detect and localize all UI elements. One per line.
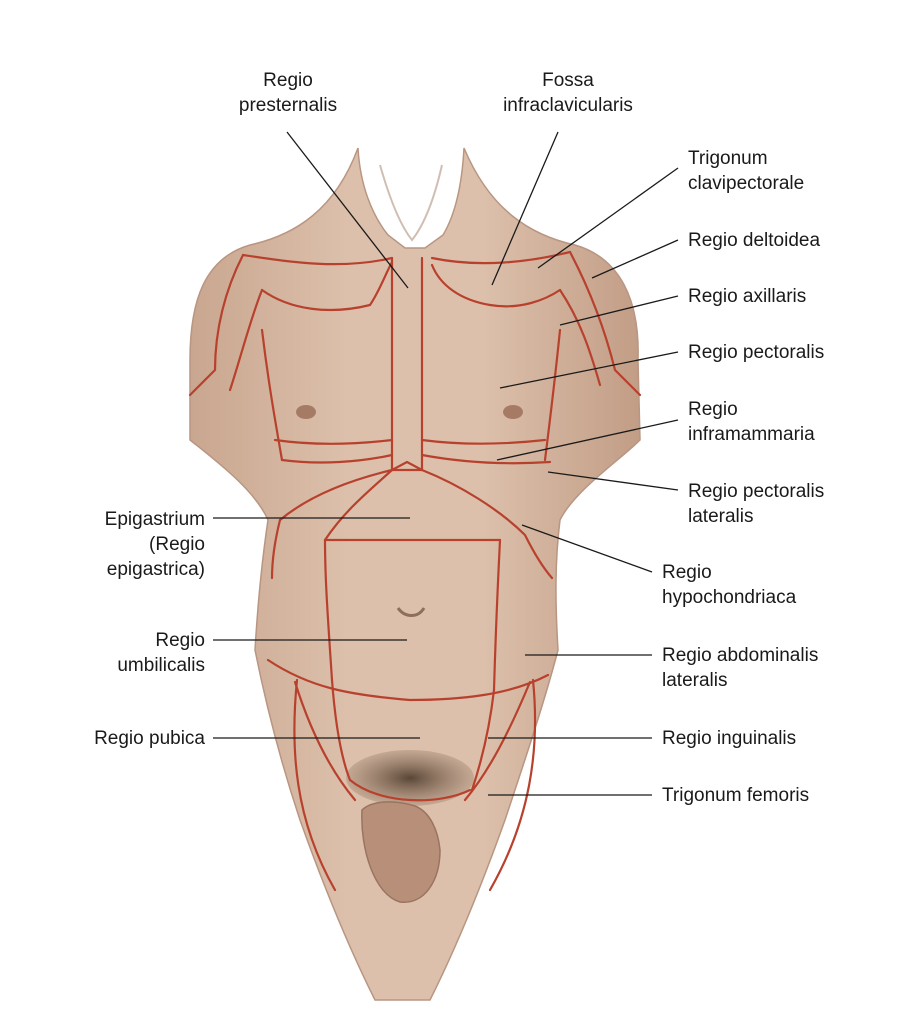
navel [396, 607, 426, 617]
label-regio-inguinalis: Regio inguinalis [662, 728, 797, 749]
genitals [361, 801, 441, 903]
neck-shading [379, 164, 443, 242]
label-regio-pectoralis-lateralis: Regio pectoralis lateralis [688, 481, 825, 527]
body-silhouette [189, 147, 641, 1001]
label-trigonum-clavipectorale: Trigonum clavipectorale [688, 148, 805, 194]
leader-lines [213, 131, 679, 796]
right-nipple [503, 405, 523, 419]
label-epigastrium: Epigastrium (Regio epigastrica) [104, 509, 205, 580]
label-regio-deltoidea: Regio deltoidea [688, 230, 821, 251]
label-regio-hypochondriaca: Regio hypochondriaca [662, 562, 797, 608]
label-fossa-infraclavicularis: Fossa infraclavicularis [503, 70, 633, 116]
label-regio-abdominalis-lateralis: Regio abdominalis lateralis [662, 645, 819, 691]
pubic-hair [346, 750, 474, 806]
label-regio-pectoralis: Regio pectoralis [688, 342, 825, 363]
label-trigonum-femoris: Trigonum femoris [662, 785, 810, 806]
label-regio-pubica: Regio pubica [94, 728, 205, 749]
label-regio-umbilicalis: Regio umbilicalis [117, 630, 205, 676]
label-regio-axillaris: Regio axillaris [688, 286, 807, 307]
label-regio-inframammaria: Regio inframammaria [688, 399, 815, 445]
label-regio-presternalis: Regio presternalis [238, 70, 338, 116]
left-nipple [296, 405, 316, 419]
